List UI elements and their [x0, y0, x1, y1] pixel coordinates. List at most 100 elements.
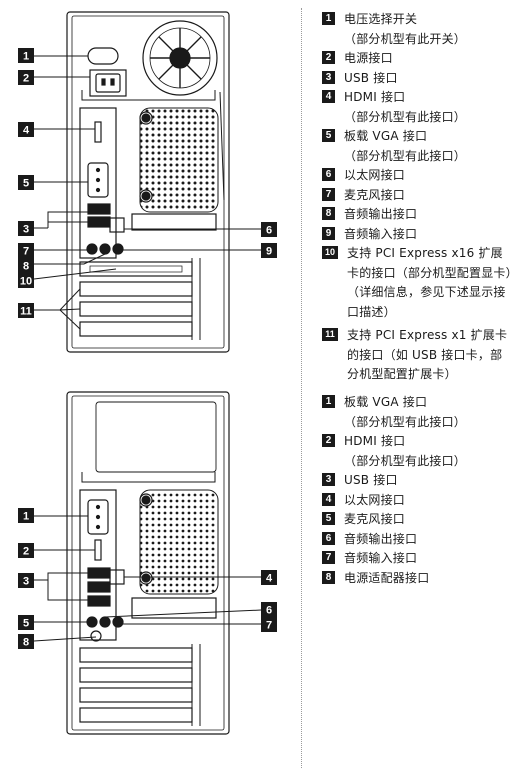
top-callout-3: 3 — [18, 221, 34, 236]
bottom-hdmi-port-icon — [94, 539, 102, 561]
svg-text:3: 3 — [23, 224, 29, 236]
top-expansion-slots — [79, 258, 201, 340]
top-callout-6: 6 — [261, 222, 277, 237]
top-audio-out-jack-icon — [99, 243, 111, 255]
svg-text:4: 4 — [23, 125, 30, 137]
bottom-legend-line: （部分机型有此接口） — [344, 453, 467, 468]
top-ethernet-port-icon — [109, 217, 125, 233]
bottom-callout-1: 1 — [18, 508, 34, 523]
top-legend-line: （详细信息，参见下述显示接 — [347, 285, 506, 299]
top-callout-8: 8 — [18, 258, 34, 273]
svg-text:1: 1 — [23, 51, 29, 63]
bottom-audio-in-jack-icon — [112, 616, 124, 628]
svg-text:3: 3 — [23, 576, 29, 588]
bottom-ethernet-port-icon — [109, 569, 125, 585]
bottom-chassis-outline — [66, 391, 230, 735]
bottom-io-panel — [79, 489, 117, 641]
bottom-legend-line: （部分机型有此接口） — [344, 414, 467, 429]
bottom-vent-grille — [139, 489, 219, 595]
top-callout-10: 10 — [18, 273, 34, 288]
svg-text:6: 6 — [266, 605, 272, 617]
top-leader-lines — [33, 55, 261, 330]
bottom-callout-3: 3 — [18, 573, 34, 588]
svg-text:8: 8 — [23, 261, 29, 273]
svg-text:9: 9 — [266, 246, 272, 258]
bottom-callout-4: 4 — [261, 570, 277, 585]
svg-text:4: 4 — [266, 573, 273, 585]
top-callout-1: 1 — [18, 48, 34, 63]
top-fan-icon — [142, 20, 218, 96]
top-legend-line: 的接口（如 USB 接口卡，部 — [347, 347, 503, 362]
top-tower — [66, 11, 230, 353]
bottom-usb-port-icon — [87, 567, 111, 579]
top-hdmi-port-icon — [94, 121, 102, 143]
bottom-tower — [66, 391, 230, 735]
bottom-expansion-slots — [79, 644, 201, 726]
top-voltage-switch-icon — [87, 47, 119, 65]
bottom-callout-2: 2 — [18, 543, 34, 558]
svg-text:1: 1 — [23, 511, 29, 523]
bottom-vga-port-icon — [87, 499, 109, 535]
svg-text:8: 8 — [23, 637, 29, 649]
bottom-callout-8: 8 — [18, 634, 34, 649]
top-legend-line: （部分机型有此接口） — [344, 109, 467, 124]
svg-text:11: 11 — [20, 306, 32, 318]
top-callout-5: 5 — [18, 175, 34, 190]
top-vga-port-icon — [87, 162, 109, 198]
bottom-callout-7: 7 — [261, 617, 277, 632]
svg-text:5: 5 — [23, 178, 29, 190]
top-callout-7: 7 — [18, 243, 34, 258]
top-mic-jack-icon — [86, 243, 98, 255]
top-power-socket-icon — [89, 69, 127, 97]
svg-text:2: 2 — [23, 546, 29, 558]
top-legend-line: 卡的接口（部分机型配置显卡） — [347, 265, 518, 280]
bottom-callouts: 1 2 3 5 8 4 6 7 — [18, 508, 277, 649]
svg-text:7: 7 — [266, 620, 272, 632]
top-io-panel — [79, 107, 117, 259]
svg-text:6: 6 — [266, 225, 272, 237]
bottom-callout-6: 6 — [261, 602, 277, 617]
bottom-callout-5: 5 — [18, 615, 34, 630]
svg-text:2: 2 — [23, 73, 29, 85]
top-audio-in-jack-icon — [112, 243, 124, 255]
top-legend-line: 分机型配置扩展卡） — [347, 367, 457, 381]
top-callout-4: 4 — [18, 122, 34, 137]
top-legend-badge: 1 — [322, 12, 335, 25]
bottom-leader-lines — [33, 515, 262, 642]
top-callout-2: 2 — [18, 70, 34, 85]
top-callout-11: 11 — [18, 303, 34, 318]
top-callouts: 1 2 4 5 3 7 8 10 11 6 9 — [18, 48, 277, 318]
top-usb-port-icon — [87, 203, 111, 215]
top-legend-line: （部分机型有此开关） — [344, 31, 467, 46]
svg-text:7: 7 — [23, 246, 29, 258]
top-legend-line: （部分机型有此接口） — [344, 148, 467, 163]
svg-text:5: 5 — [23, 618, 29, 630]
top-legend-line: 口描述） — [347, 304, 396, 319]
bottom-audio-out-jack-icon — [99, 616, 111, 628]
svg-text:10: 10 — [20, 276, 32, 288]
bottom-power-adapter-port-icon — [90, 630, 102, 642]
